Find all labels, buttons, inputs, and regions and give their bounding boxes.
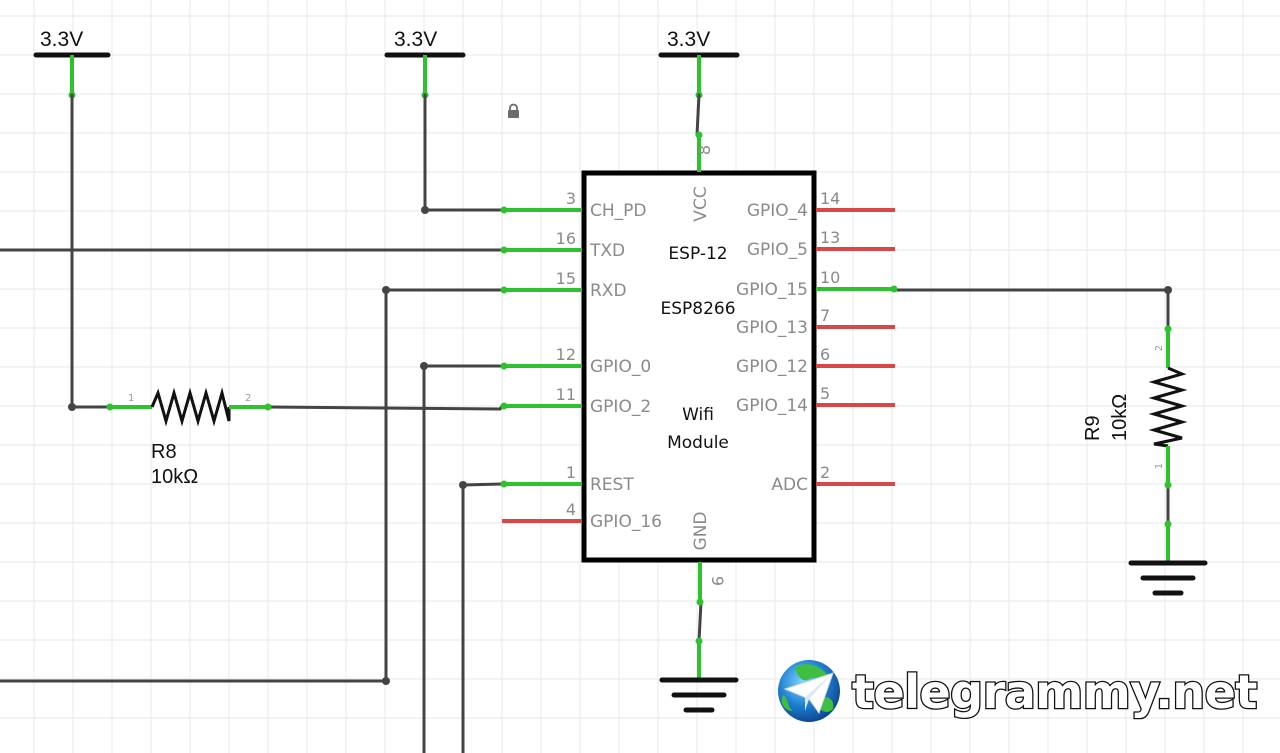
pin-name: GND: [691, 512, 711, 551]
pin-name: CH_PD: [590, 201, 647, 221]
pin-name: TXD: [589, 241, 625, 261]
module-title-2: ESP8266: [660, 299, 735, 319]
pin-endpoint[interactable]: [500, 286, 508, 294]
wire-3v3-to-vcc[interactable]: [695, 93, 701, 137]
resistor-r9[interactable]: 2 1 R9 10kΩ: [1082, 325, 1188, 489]
ground-symbol-r9[interactable]: [1128, 520, 1208, 596]
pin-number: 2: [820, 463, 830, 482]
pin-number: 2: [1154, 345, 1165, 351]
pin-endpoint[interactable]: [500, 402, 508, 410]
pin-number: 1: [128, 393, 134, 404]
module-desc-1: Wifi: [682, 405, 714, 425]
pin-number: 7: [820, 306, 830, 325]
pin-name: GPIO_15: [736, 280, 808, 300]
watermark-text: telegrammy.net: [852, 665, 1257, 719]
pin-name: GPIO_12: [736, 357, 808, 377]
lock-icon[interactable]: [508, 103, 519, 119]
resistor-value: 10kΩ: [1109, 394, 1131, 441]
resistor-ref: R9: [1082, 415, 1104, 441]
pin-number: 10: [820, 268, 840, 287]
pin-number: 2: [245, 393, 251, 404]
pin-number: 6: [820, 345, 830, 364]
pin-number: 16: [556, 229, 576, 248]
pin-number: 4: [566, 500, 576, 519]
pin-number: 12: [556, 345, 576, 364]
pin-name: GPIO_13: [736, 318, 808, 338]
pin-number: 11: [556, 385, 576, 404]
wire-rxd[interactable]: [0, 288, 504, 683]
power-rail-3v3-1[interactable]: 3.3V: [33, 28, 111, 99]
telegram-globe-icon: [778, 660, 840, 722]
pin-name: GPIO_16: [590, 512, 662, 532]
module-title-1: ESP-12: [668, 244, 727, 264]
resistor-r8[interactable]: 1 2 R8 10kΩ: [106, 387, 272, 488]
pin-number: 15: [556, 269, 576, 288]
pin-number: 8: [695, 145, 714, 155]
rail-label: 3.3V: [40, 28, 83, 51]
rail-label: 3.3V: [394, 28, 437, 51]
rail-label: 3.3V: [667, 28, 710, 51]
pin-number: 13: [820, 228, 840, 247]
pin-number: 3: [566, 189, 576, 208]
pin-vcc[interactable]: 8 VCC: [691, 131, 714, 222]
pin-number: 1: [566, 463, 576, 482]
pin-name: GPIO_2: [590, 397, 651, 417]
pin-name: RXD: [590, 281, 627, 301]
resistor-ref: R8: [151, 441, 177, 463]
pin-number: 5: [820, 384, 830, 403]
wire-rest[interactable]: [461, 482, 504, 753]
wires: [0, 93, 1172, 753]
pin-endpoint[interactable]: [500, 206, 508, 214]
esp12-module[interactable]: ESP-12 ESP8266 Wifi Module 3CH_PD16TXD15…: [500, 131, 898, 606]
module-body[interactable]: [581, 170, 817, 563]
pin-endpoint[interactable]: [500, 246, 508, 254]
pin-gnd[interactable]: 9 GND: [691, 512, 727, 606]
pin-name: GPIO_0: [590, 357, 651, 377]
pin-number: 9: [708, 576, 727, 586]
pin-endpoint[interactable]: [500, 362, 508, 370]
pin-number: 14: [820, 189, 840, 208]
pin-name: VCC: [691, 186, 711, 221]
wire-gpio15-to-r9[interactable]: [893, 288, 1170, 331]
pin-name: ADC: [771, 475, 808, 495]
pin-ch-pd[interactable]: 3CH_PD: [500, 189, 647, 221]
watermark: telegrammy.net: [778, 660, 1259, 722]
pin-name: GPIO_14: [736, 396, 808, 416]
module-desc-2: Module: [667, 433, 729, 453]
ground-symbol-module[interactable]: [659, 637, 739, 713]
pin-name: GPIO_5: [747, 240, 808, 260]
power-rail-3v3-3[interactable]: 3.3V: [658, 28, 740, 99]
pin-endpoint[interactable]: [500, 480, 508, 488]
pin-endpoint[interactable]: [890, 285, 898, 293]
resistor-value: 10kΩ: [151, 466, 198, 488]
wire-gnd[interactable]: [697, 600, 703, 643]
power-rail-3v3-2[interactable]: 3.3V: [384, 28, 466, 99]
pin-number: 1: [1154, 463, 1165, 469]
pin-name: REST: [590, 475, 634, 495]
pin-name: GPIO_4: [747, 201, 808, 221]
